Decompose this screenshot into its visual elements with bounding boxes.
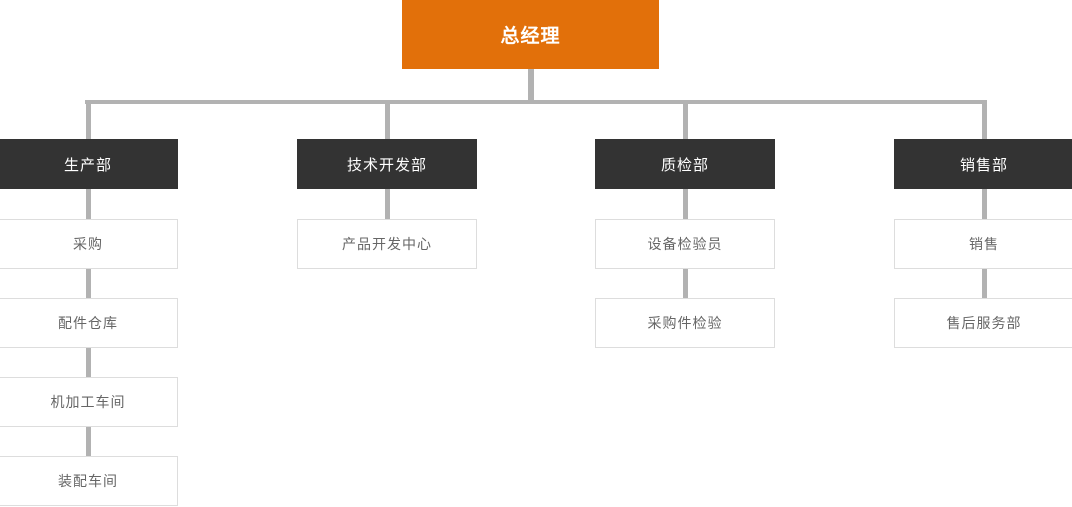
- connector-drop: [981, 100, 987, 139]
- connector-drop: [384, 100, 390, 139]
- child-node: 设备检验员: [595, 219, 775, 269]
- connector-root-stub: [528, 69, 534, 102]
- connector-drop: [85, 100, 91, 139]
- connector-stub: [85, 348, 91, 377]
- child-node: 售后服务部: [894, 298, 1072, 348]
- connector-stub: [682, 269, 688, 298]
- connector-stub: [981, 269, 987, 298]
- child-node: 配件仓库: [0, 298, 178, 348]
- connector-stub: [682, 189, 688, 219]
- child-node: 机加工车间: [0, 377, 178, 427]
- connector-stub: [85, 189, 91, 219]
- child-node: 采购件检验: [595, 298, 775, 348]
- connector-stub: [85, 269, 91, 298]
- connector-stub: [981, 189, 987, 219]
- connector-horizontal-line: [85, 100, 987, 104]
- child-node: 采购: [0, 219, 178, 269]
- child-node: 装配车间: [0, 456, 178, 506]
- connector-stub: [85, 427, 91, 456]
- dept-node: 技术开发部: [297, 139, 477, 189]
- root-node: 总经理: [402, 0, 659, 69]
- dept-node: 销售部: [894, 139, 1072, 189]
- connector-stub: [384, 189, 390, 219]
- connector-drop: [682, 100, 688, 139]
- dept-node: 生产部: [0, 139, 178, 189]
- child-node: 产品开发中心: [297, 219, 477, 269]
- child-node: 销售: [894, 219, 1072, 269]
- dept-node: 质检部: [595, 139, 775, 189]
